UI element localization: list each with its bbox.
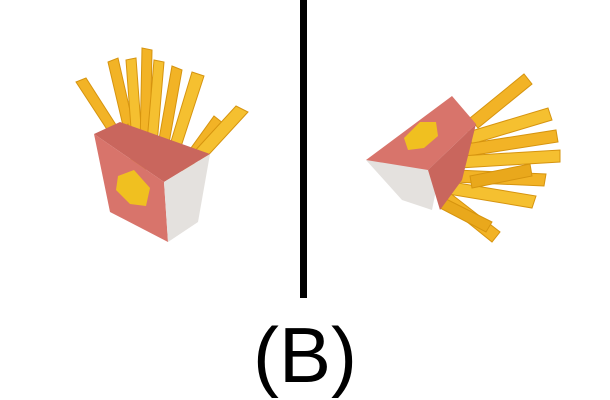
divider-line	[300, 0, 307, 298]
figure-caption: (B)	[253, 311, 357, 399]
box-emblem-icon	[116, 170, 150, 206]
french-fries-rotated-icon	[366, 73, 561, 243]
fries-bundle-left	[75, 47, 249, 179]
box-emblem-icon	[404, 122, 438, 150]
fries-box-right	[366, 96, 476, 210]
fries-box-left	[94, 122, 210, 242]
french-fries-upright-icon	[75, 47, 249, 242]
fries-bundle-right	[439, 73, 561, 243]
